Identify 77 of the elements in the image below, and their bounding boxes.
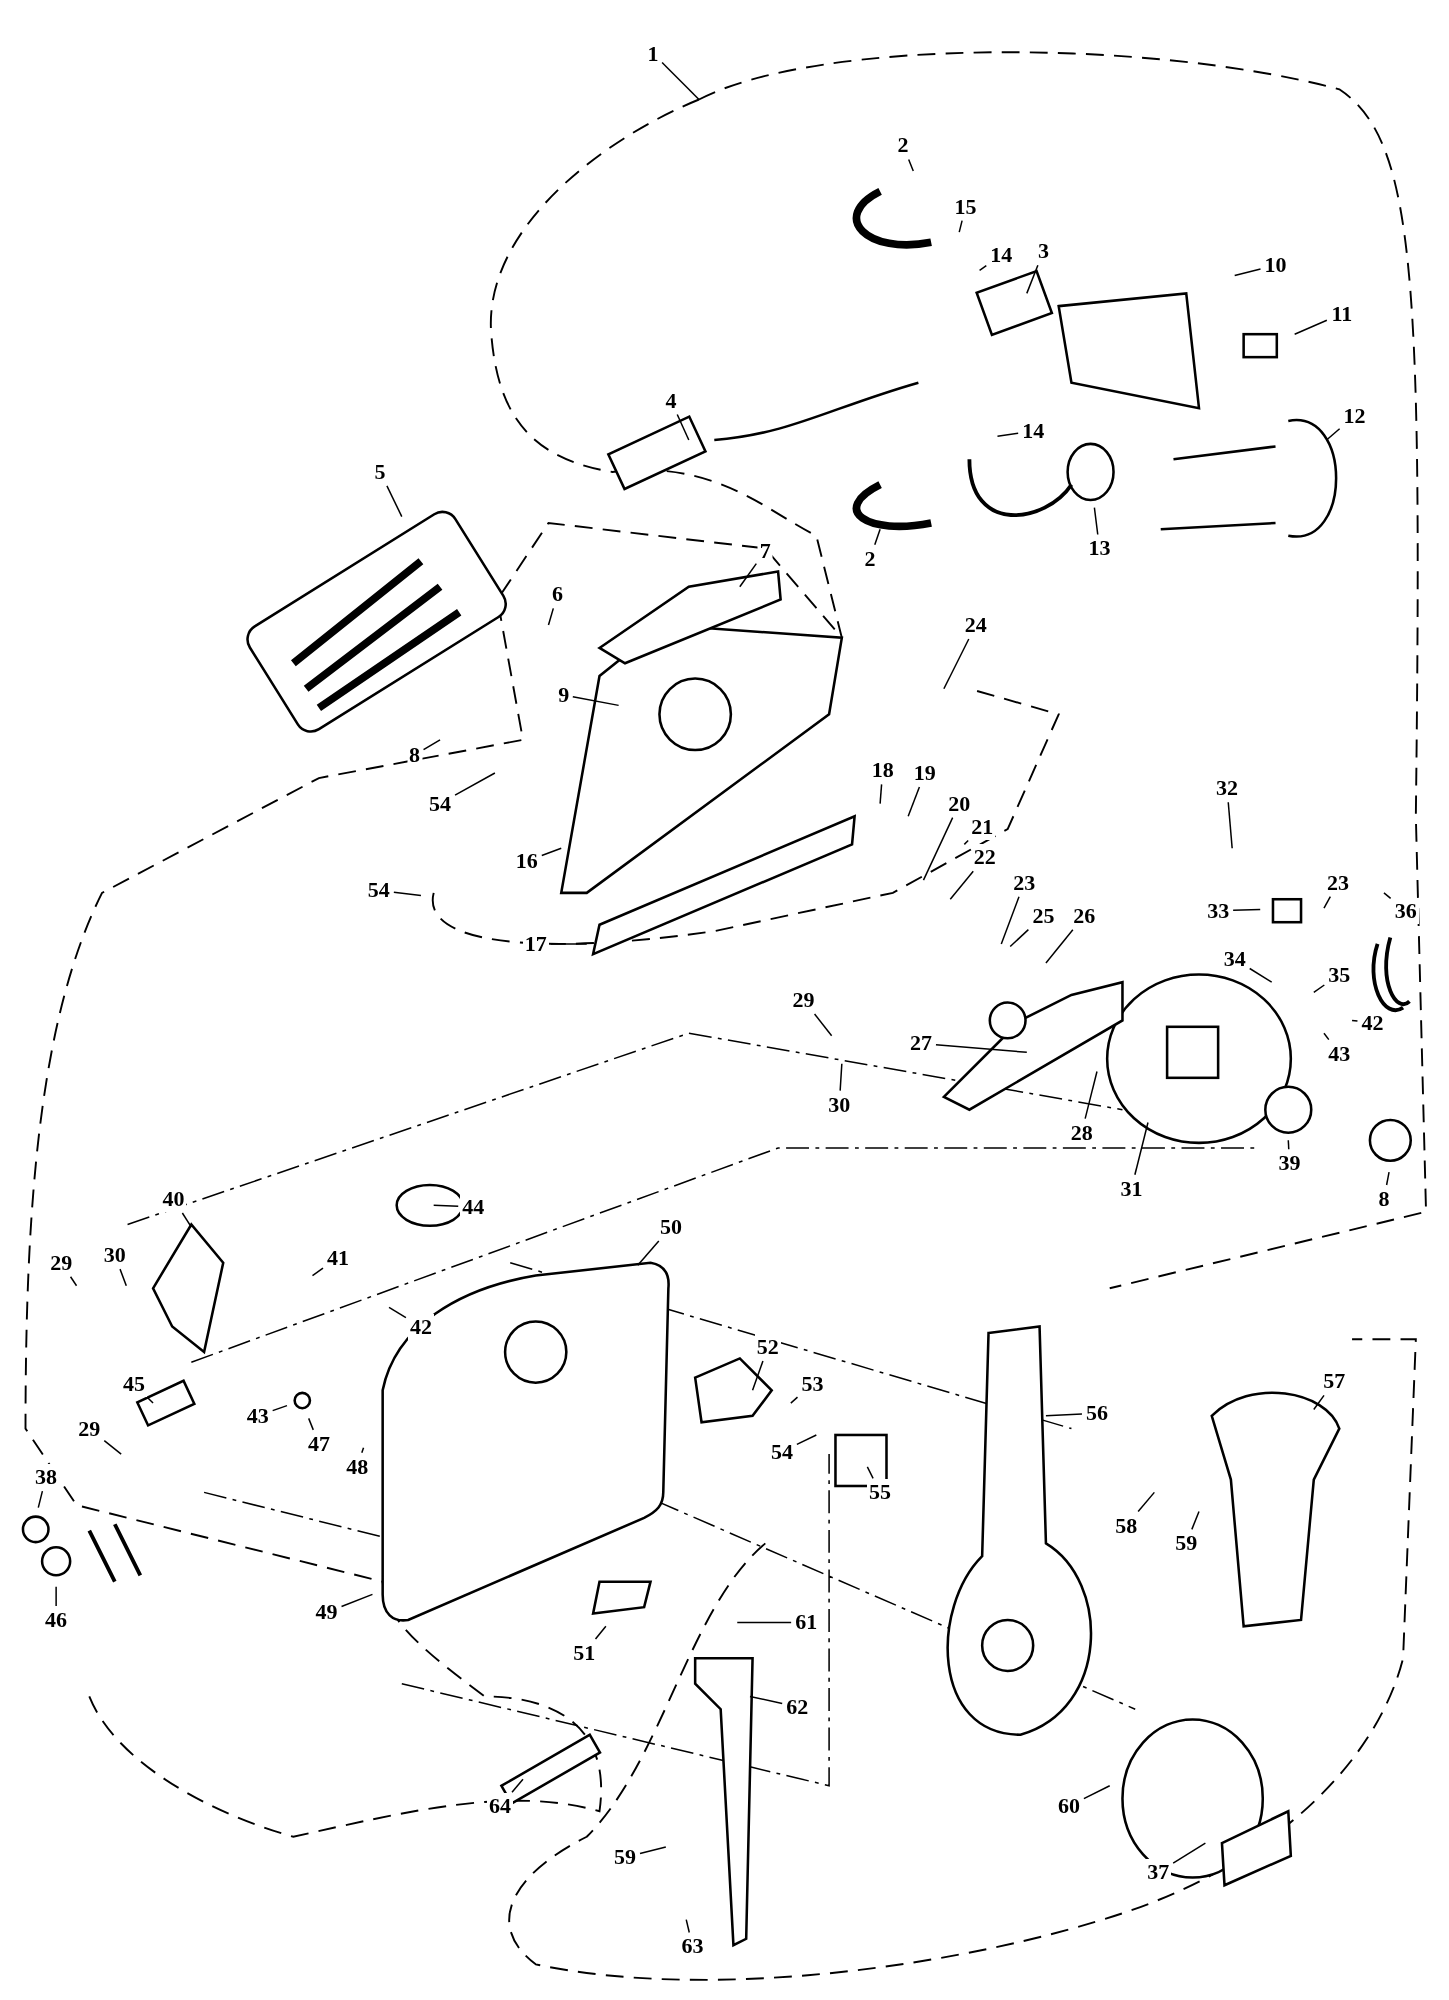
leader-line [541, 847, 562, 857]
leader-line [1191, 1510, 1200, 1531]
leader-line [388, 1306, 407, 1319]
leader-line [685, 1918, 691, 1934]
leader-line [1134, 1121, 1149, 1176]
leader-line [1083, 1785, 1111, 1800]
leader-line [839, 1063, 843, 1092]
leader-line [637, 1240, 660, 1267]
leader-line [907, 786, 921, 818]
leader-line [639, 1846, 667, 1855]
leader-line [1045, 929, 1074, 964]
leader-line [432, 1204, 459, 1207]
leader-line [549, 943, 588, 945]
leader-line [393, 891, 422, 897]
leader-line [1009, 928, 1030, 948]
leader-line [1137, 1491, 1156, 1513]
leader-line [1084, 1070, 1098, 1120]
leader-line [1248, 967, 1273, 983]
leader-line [1313, 1394, 1325, 1411]
leader-line [271, 1404, 288, 1412]
leader-line [1325, 428, 1341, 441]
leader-line [1233, 268, 1262, 277]
leader-line [1000, 895, 1020, 945]
leader-line [676, 413, 690, 441]
leader-line [1045, 1413, 1083, 1417]
leader-line [37, 1490, 44, 1509]
callout-number: 42 [407, 1313, 434, 1340]
leader-line [594, 1625, 607, 1640]
leader-line [866, 1466, 874, 1480]
leader-line [1385, 1171, 1390, 1186]
leader-line [1323, 1032, 1330, 1041]
leader-line [751, 1360, 764, 1392]
leader-line [935, 1043, 1028, 1054]
leader-line [922, 816, 954, 881]
leader-line [1313, 984, 1326, 994]
leader-line [996, 432, 1019, 437]
leader-line [119, 1268, 128, 1287]
leader-line [511, 1778, 524, 1793]
leader-line [69, 1276, 78, 1287]
leader-line [1232, 908, 1261, 911]
leader-line [907, 158, 915, 172]
leader-line [307, 1417, 315, 1431]
leader-line [736, 1621, 792, 1624]
leader-line [1351, 1019, 1359, 1022]
leader-line [813, 1013, 833, 1037]
leader-line [958, 219, 963, 233]
leader-line [749, 1695, 783, 1705]
leader-line [386, 485, 403, 518]
leader-line [55, 1586, 57, 1607]
leader-line [103, 1439, 122, 1455]
leader-line [796, 1434, 818, 1446]
leader-line [1172, 1842, 1207, 1864]
leader-line [1293, 319, 1328, 335]
leader-line [1093, 506, 1099, 536]
leader-line [1026, 264, 1039, 295]
leader-line [422, 739, 441, 751]
leader-line [147, 1397, 154, 1404]
leader-line [943, 638, 970, 690]
leader-line [978, 264, 988, 272]
leader-line [181, 1212, 193, 1228]
leader-line [361, 1446, 365, 1454]
leader-line [790, 1396, 799, 1404]
leader-line [1383, 892, 1392, 900]
leader-line [454, 772, 496, 796]
leader-line [1287, 1139, 1290, 1151]
leader-line [572, 696, 620, 707]
leader-line [661, 61, 700, 101]
leader-line [879, 783, 883, 805]
leader-line [547, 607, 555, 626]
leader-line [739, 562, 758, 588]
leader-line [963, 839, 969, 846]
leader-line [949, 870, 974, 900]
leader-line [340, 1593, 374, 1608]
leader-line [1323, 895, 1332, 909]
leader-line [1227, 801, 1233, 849]
leader-line [874, 528, 881, 546]
leader-line [311, 1267, 324, 1277]
